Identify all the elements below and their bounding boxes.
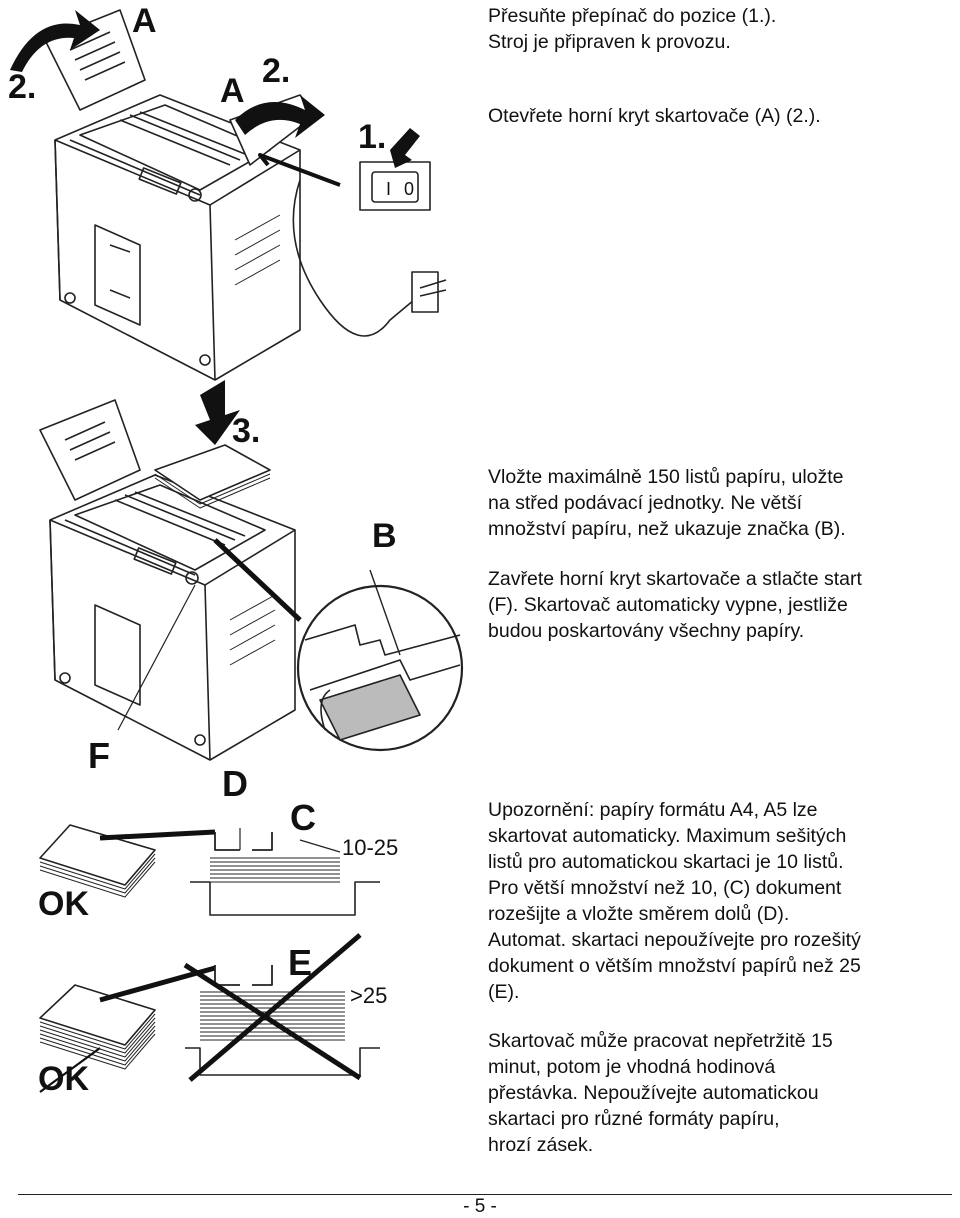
step-3-label: 3. [232, 412, 260, 450]
step-1-label: 1. [358, 118, 386, 156]
range-bad-label: >25 [350, 983, 387, 1008]
start-f-label: F [88, 735, 110, 776]
step-2-label-secondary: 2. [262, 52, 290, 90]
switch-off-mark: 0 [404, 179, 414, 199]
instruction-switch-on: Přesuňte přepínač do pozice (1.). Stroj … [488, 5, 777, 53]
instruction-close-and-start: Zavřete horní kryt skartovače a stlačte … [488, 568, 862, 642]
paper-quantity-illustration [39, 824, 380, 1093]
step-2-label: 2. [8, 68, 36, 106]
range-ok-label: 10-25 [342, 835, 398, 860]
instruction-paper-formats-warning: Upozornění: papíry formátu A4, A5 lze sk… [488, 799, 861, 1003]
page-number: - 5 - [463, 1196, 497, 1217]
mark-b-label: B [372, 517, 397, 555]
limit-e-label: E [288, 942, 312, 983]
not-ok-label: OK [38, 1060, 89, 1098]
direction-d-label: D [222, 763, 248, 804]
shredder-paper-loading-illustration [39, 380, 464, 761]
switch-on-mark: I [386, 179, 391, 199]
instruction-load-paper: Vložte maximálně 150 listů papíru, uložt… [488, 466, 846, 540]
footer-divider [18, 1194, 952, 1195]
illustration-canvas: 2. A A 2. 1. I 0 3. B F D C 10-25 OK E >… [8, 2, 464, 1098]
instruction-duty-cycle: Skartovač může pracovat nepřetržitě 15 m… [488, 1030, 833, 1156]
instruction-open-cover: Otevřete horní kryt skartovače (A) (2.). [488, 105, 821, 127]
cover-a-label: A [132, 2, 157, 40]
illustrations: 2. A A 2. 1. I 0 3. B F D C 10-25 OK E >… [0, 0, 470, 1218]
cover-a-label-secondary: A [220, 72, 245, 110]
shredder-open-lid-illustration [10, 9, 447, 381]
ok-label: OK [38, 885, 89, 923]
staple-c-label: C [290, 797, 316, 838]
